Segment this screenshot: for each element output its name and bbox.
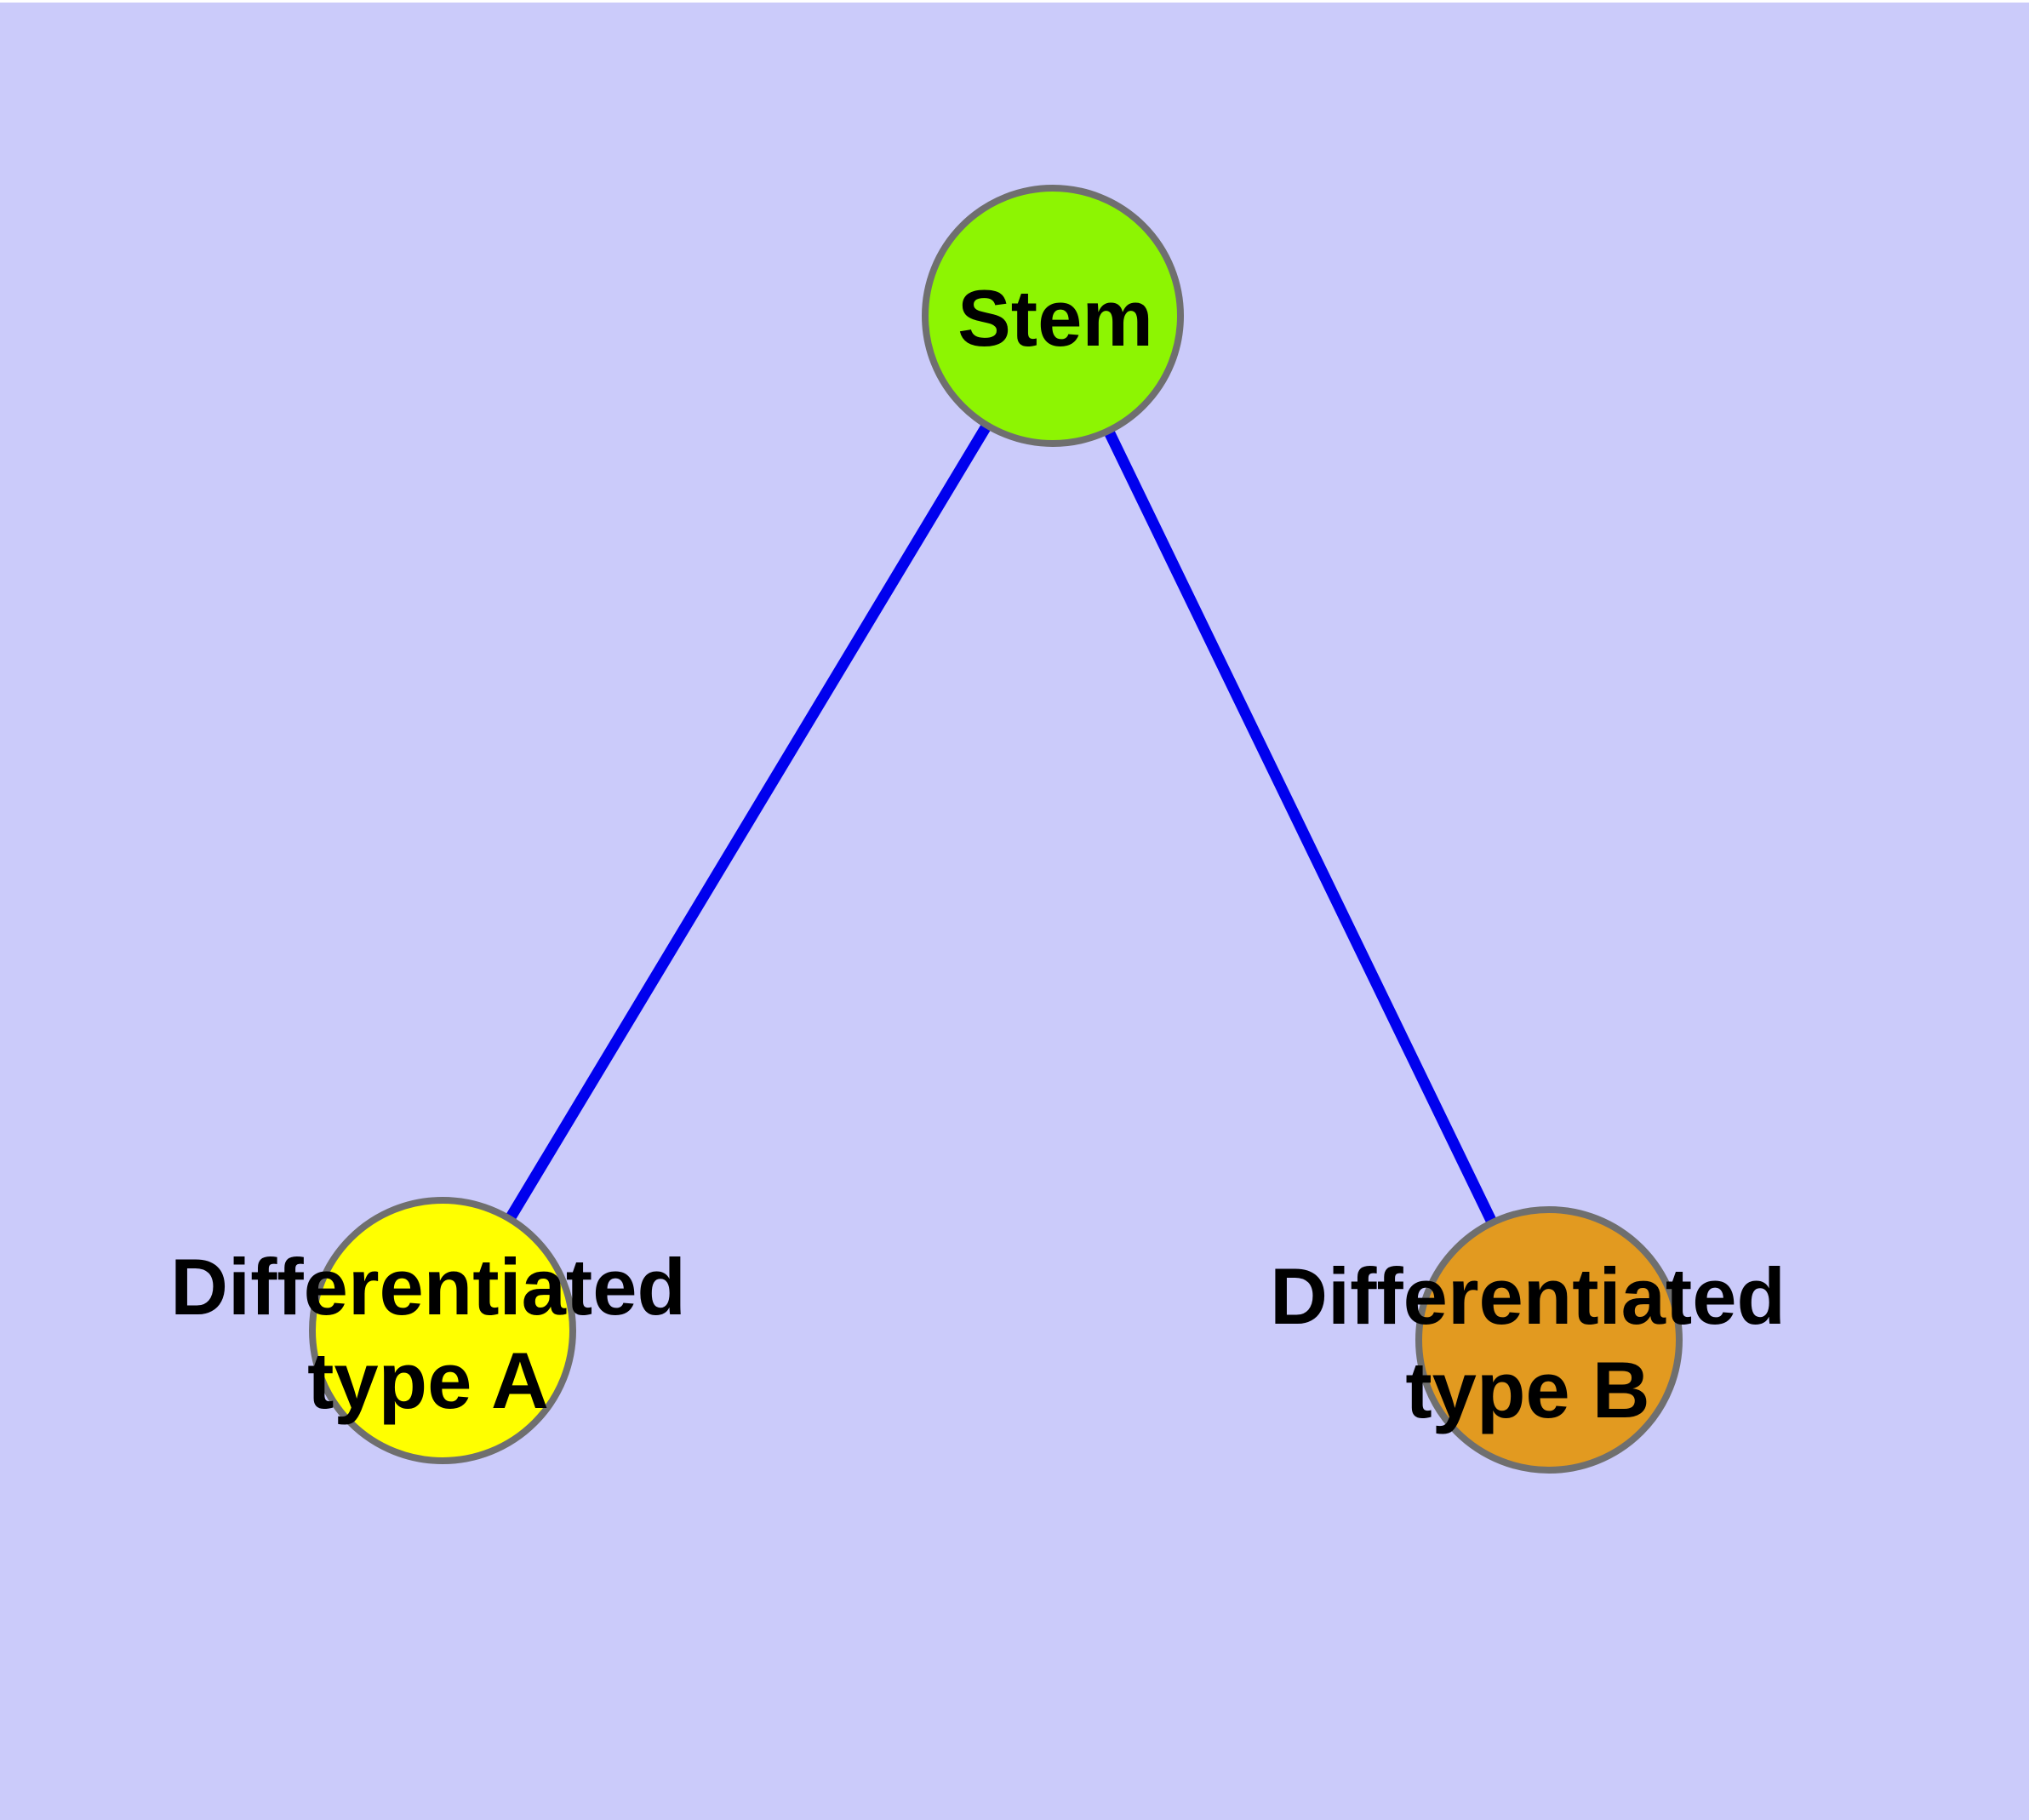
node-type-a-label-line1: Differentiated: [170, 1242, 686, 1331]
node-type-a-label-line2: type A: [307, 1336, 549, 1425]
edge-stem-to-type-b: [1048, 313, 1554, 1342]
node-type-b-label-line2: type B: [1405, 1345, 1649, 1434]
node-type-a-circle: [309, 1197, 576, 1464]
node-stem-label: Stem: [957, 273, 1153, 363]
node-type-b-label-line1: Differentiated: [1270, 1251, 1786, 1341]
node-type-b-circle: [1415, 1206, 1683, 1474]
node-stem-circle: [922, 185, 1184, 447]
edge-stem-to-type-a: [437, 312, 1058, 1334]
